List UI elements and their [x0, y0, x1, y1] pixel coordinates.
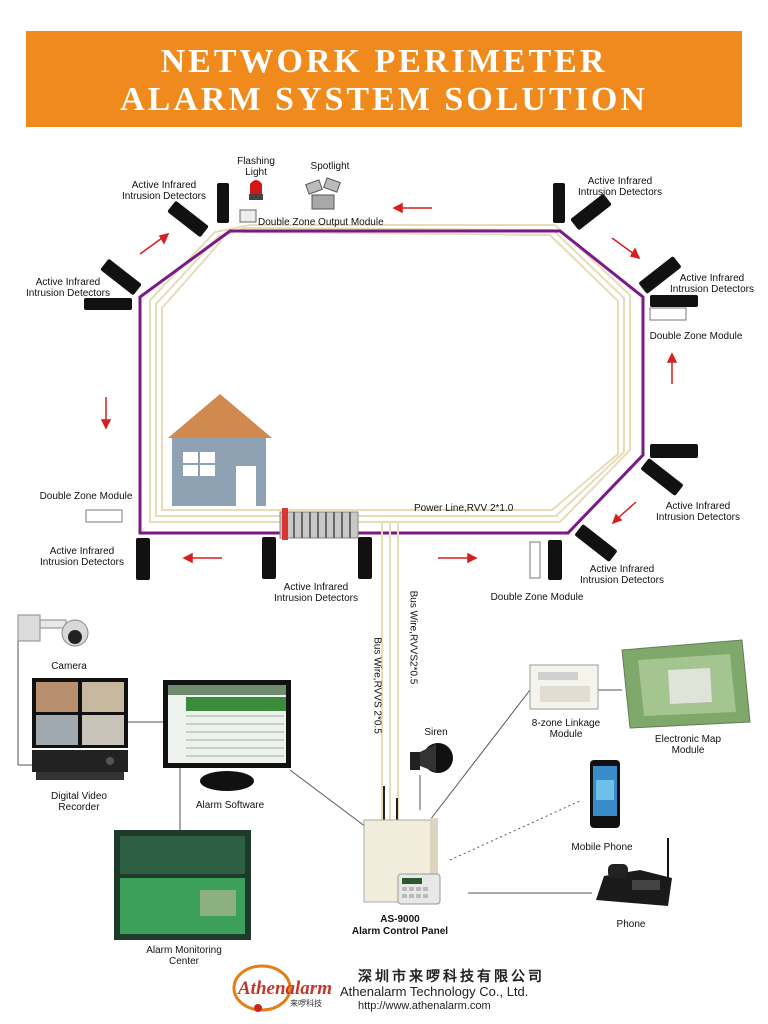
detector-left-b	[84, 298, 132, 310]
company-logo-cn: 来啰科技	[290, 999, 322, 1008]
detector-bottom-mid-b	[358, 537, 372, 579]
double-zone-output-module-label: Double Zone Output Module	[258, 217, 384, 228]
spotlight-icon	[305, 177, 341, 210]
control-panel-model: AS-9000	[380, 914, 420, 925]
detector-bottom-mid-a	[262, 537, 276, 579]
double-zone-module-label-left: Double Zone Module	[39, 491, 133, 502]
company-url[interactable]: http://www.athenalarm.com	[358, 1000, 491, 1012]
output-module-icon	[239, 209, 257, 223]
electronic-map-image	[621, 639, 751, 729]
camera-icon	[17, 614, 89, 647]
cable-bundle	[149, 224, 631, 523]
control-panel-icon	[363, 786, 441, 905]
linkage-module-icon	[529, 664, 599, 710]
camera-label: Camera	[51, 661, 87, 672]
monitoring-center-image	[114, 830, 251, 940]
siren-label: Siren	[424, 727, 448, 738]
double-zone-module-label-bottom: Double Zone Module	[490, 592, 584, 603]
detector-top-right-a	[553, 183, 565, 223]
bus-wire-label-2: Bus Wire,RVVS2*0.5	[407, 590, 419, 685]
flashing-light-icon	[249, 180, 263, 200]
desk-phone-icon	[596, 838, 672, 906]
company-logo-text: Athenalarm	[238, 978, 332, 999]
mobile-phone-icon	[590, 760, 620, 828]
dvr-monitor-icon	[32, 678, 128, 780]
bus-wire-lines	[381, 522, 399, 820]
connection-lines	[17, 640, 622, 894]
control-panel-name: Alarm Control Panel	[351, 926, 449, 937]
detector-bottom-right-b	[548, 540, 562, 580]
mobile-phone-label: Mobile Phone	[571, 842, 633, 853]
company-name-en: Athenalarm Technology Co., Ltd.	[340, 984, 529, 999]
title-line-2: Alarm System Solution	[120, 81, 648, 118]
house-icon	[168, 394, 272, 506]
double-zone-module-left-icon	[85, 509, 123, 523]
siren-icon	[410, 743, 453, 773]
company-logo-icon	[232, 964, 292, 1012]
company-name-cn: 深圳市来啰科技有限公司	[358, 968, 545, 984]
phone-label: Phone	[616, 919, 646, 930]
bus-wire-label-1: Bus Wire,RVVS 2*0.5	[371, 637, 383, 734]
double-zone-module-label-right: Double Zone Module	[649, 331, 743, 342]
title-banner: Network Perimeter Alarm System Solution	[26, 31, 742, 127]
detector-right-lower-a	[650, 444, 698, 458]
power-line-label: Power Line,RVV 2*1.0	[414, 503, 514, 514]
alarm-software-monitor-icon	[163, 680, 291, 791]
title-line-1: Network Perimeter	[160, 43, 608, 80]
double-zone-module-right-icon	[649, 307, 687, 321]
detector-right-b	[650, 295, 698, 307]
double-zone-module-bottom-icon	[529, 541, 541, 579]
perimeter-line	[138, 229, 645, 535]
detector-bottom-left	[136, 538, 150, 580]
gate-icon	[279, 508, 359, 540]
detector-top-left-b	[217, 183, 229, 223]
alarm-software-label: Alarm Software	[195, 800, 265, 811]
spotlight-label: Spotlight	[310, 161, 350, 172]
flow-arrows	[100, 202, 678, 564]
